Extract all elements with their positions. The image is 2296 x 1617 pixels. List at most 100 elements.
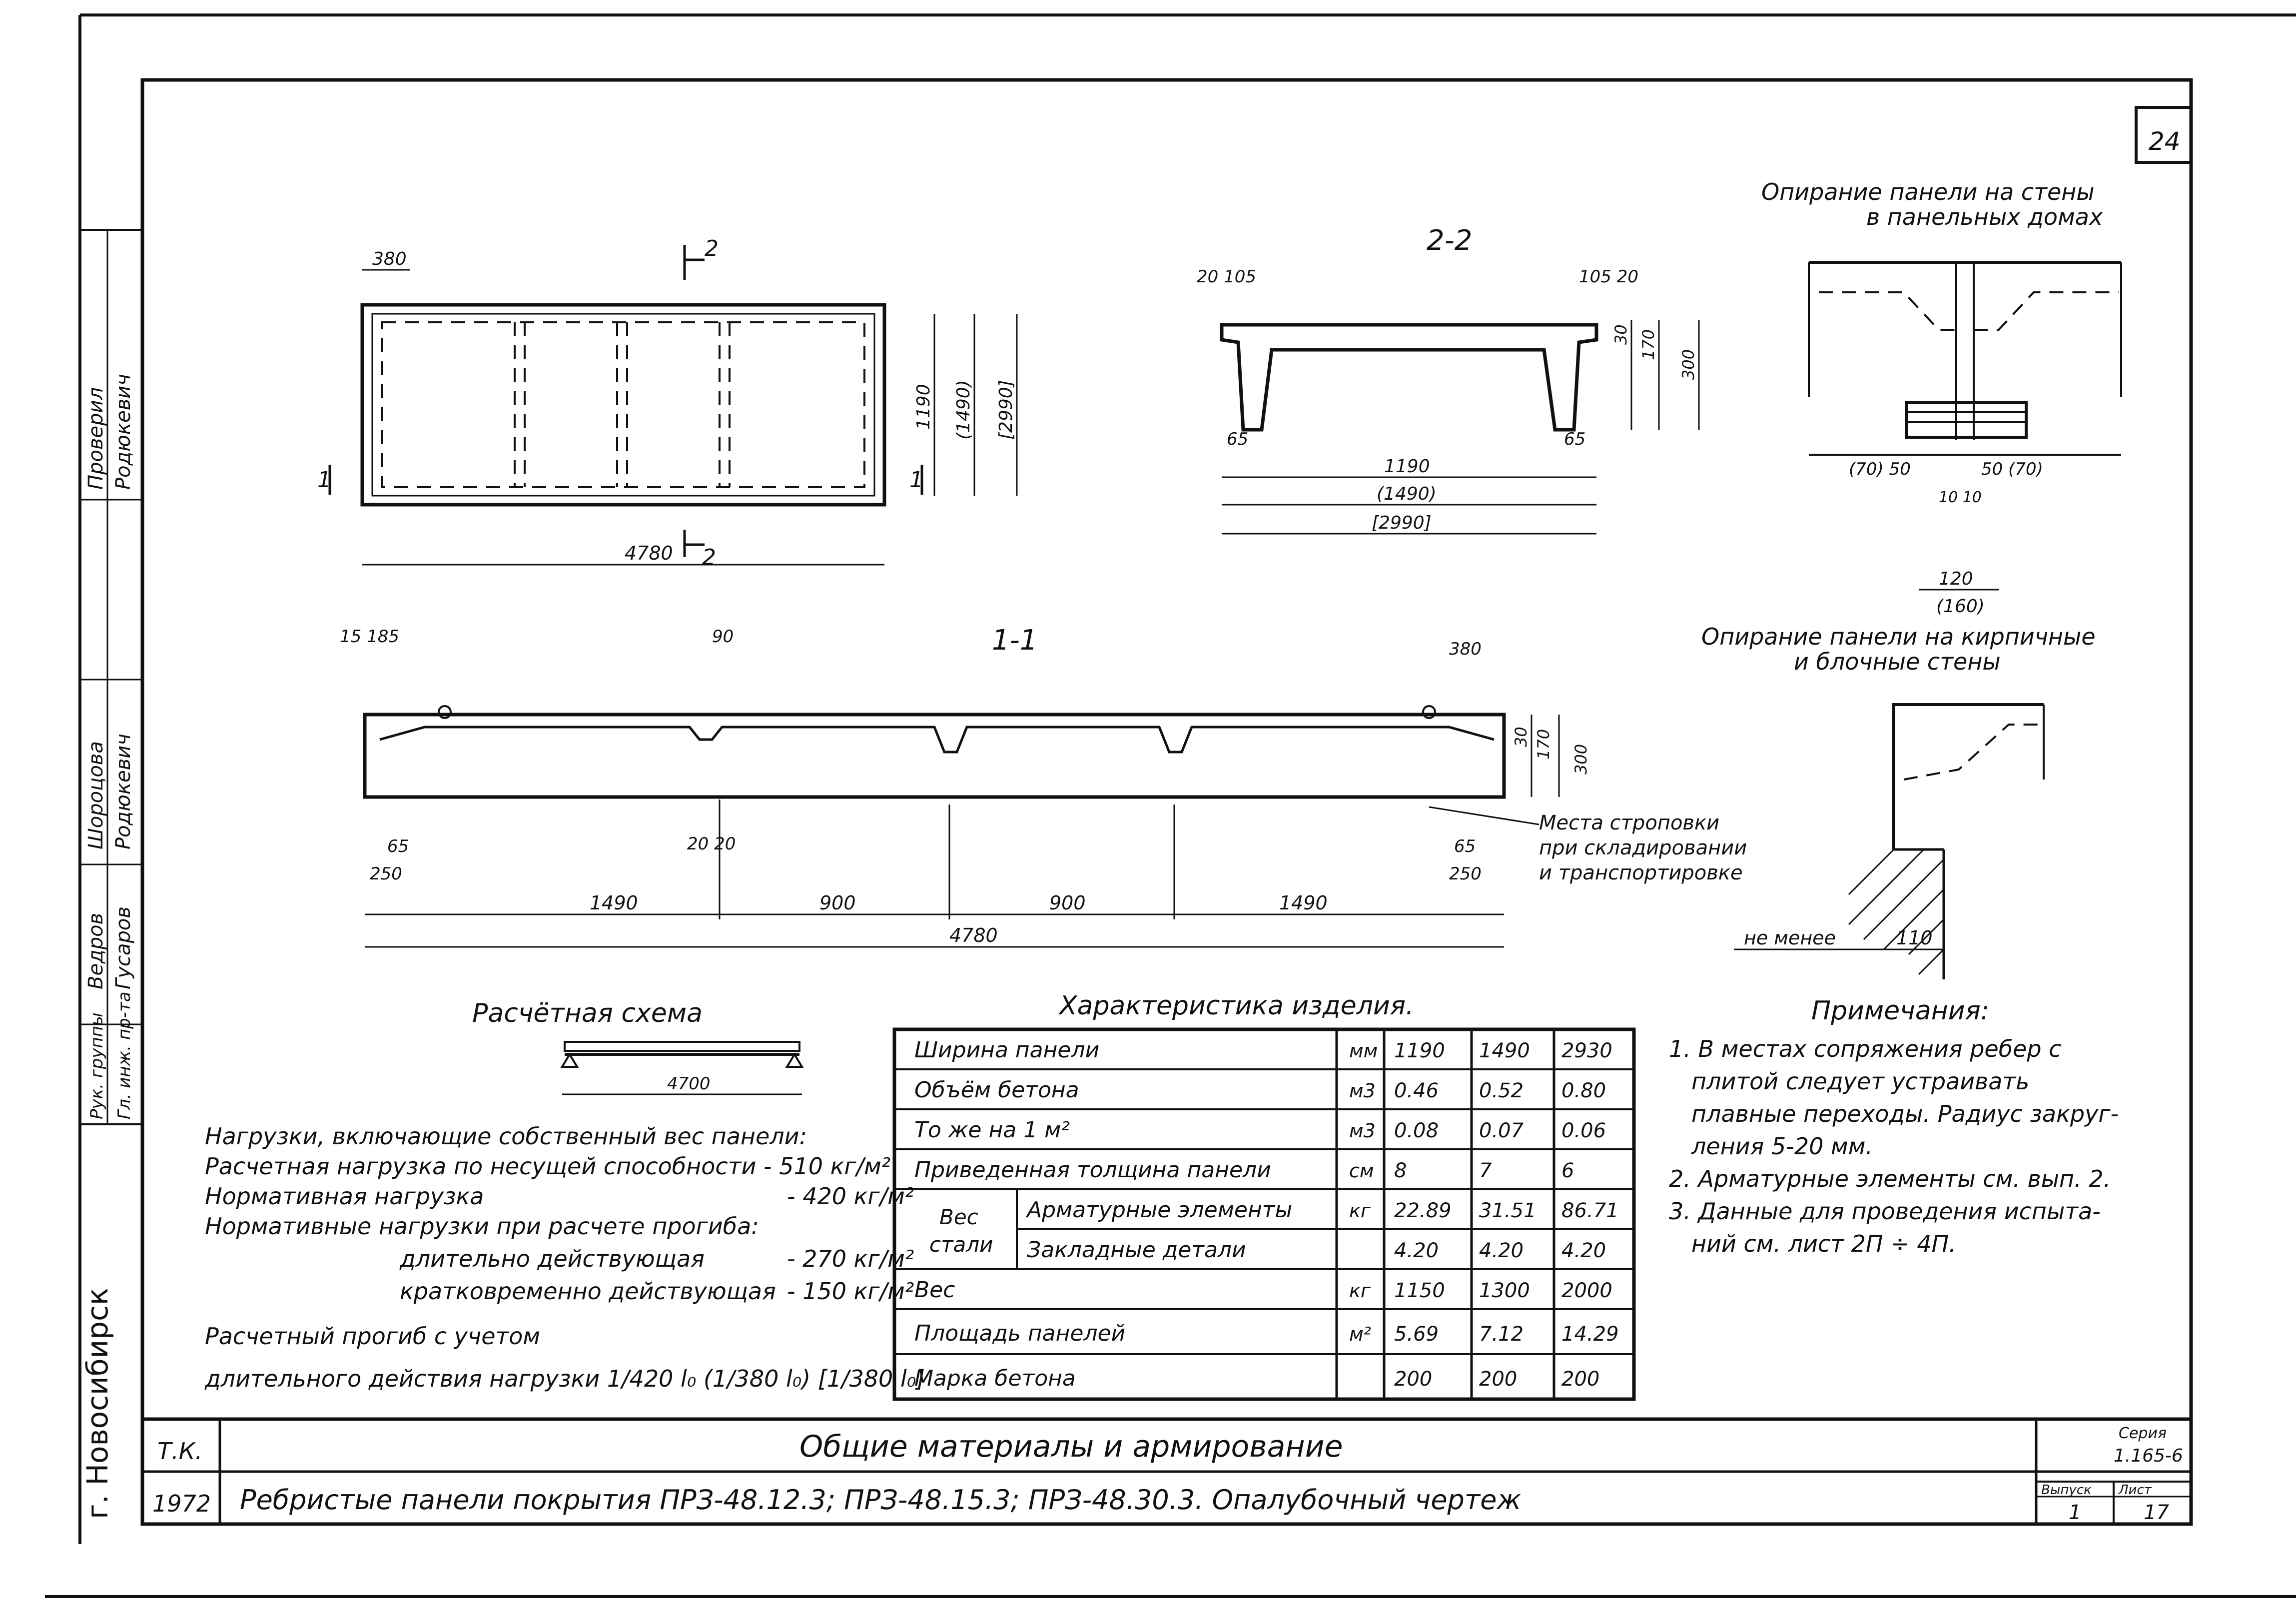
loads-line-3: Нормативная нагрузка	[205, 1183, 484, 1210]
year-label: 1972	[152, 1490, 211, 1517]
section-1-1-dim-h2: 170	[1534, 729, 1553, 760]
row-value-3: 86.71	[1561, 1199, 1619, 1222]
note-line-2: плитой следует устраивать	[1691, 1068, 2029, 1095]
loads-line-7: Расчетный прогиб с учетом	[205, 1323, 540, 1350]
sheet-frame: 24	[45, 13, 2296, 1598]
row-value-1: 1190	[1394, 1039, 1445, 1062]
city-label: г. Новосибирск	[80, 1288, 114, 1519]
plan-dim-width-3: [2990]	[996, 380, 1016, 440]
loads-line-1: Нагрузки, включающие собственный вес пан…	[205, 1123, 807, 1150]
row-value-1: 0.46	[1394, 1079, 1439, 1102]
series-label: Серия	[2119, 1425, 2167, 1442]
stamp-role-6: Проверил	[84, 387, 107, 490]
row-unit: см	[1349, 1160, 1374, 1182]
sheet-label: Лист	[2118, 1483, 2152, 1498]
section-mark-1-right: 1	[909, 467, 923, 493]
row-name: Арматурные элементы	[1025, 1197, 1292, 1223]
row-unit: кг	[1349, 1280, 1371, 1302]
section-2-2-dim-rib-right: 65	[1564, 429, 1585, 449]
support-panel-dim-120: 120	[1939, 569, 1973, 589]
section-mark-2-bottom: 2	[702, 545, 716, 570]
section-2-2-dim-rib-left: 65	[1227, 429, 1248, 449]
section-2-2-dim-right: 105 20	[1579, 267, 1638, 287]
row-value-1: 22.89	[1394, 1199, 1452, 1222]
row-value-2: 31.51	[1479, 1199, 1536, 1222]
sheet-number: 24	[2149, 127, 2181, 156]
note-line-3: плавные переходы. Радиус закруг-	[1691, 1100, 2119, 1127]
support-panel-title-1: Опирание панели на стены	[1761, 178, 2095, 205]
characteristics-title: Характеристика изделия.	[1058, 991, 1414, 1021]
row-name: Приведенная толщина панели	[914, 1157, 1271, 1183]
section-1-1-dim-end: 15 185	[340, 627, 399, 647]
row-value-2: 4.20	[1479, 1239, 1524, 1262]
row-value-2: 7	[1479, 1159, 1492, 1182]
span-1: 1490	[590, 892, 638, 914]
row-value-2: 1490	[1479, 1039, 1530, 1062]
row-value-3: 6	[1561, 1159, 1574, 1182]
section-1-1-dim-h3: 300	[1571, 744, 1590, 775]
row-name: Площадь панелей	[914, 1321, 1125, 1346]
row-unit: м²	[1349, 1323, 1371, 1345]
row-value-3: 14.29	[1561, 1323, 1619, 1346]
section-1-1-dim-rib-gap: 20 20	[687, 834, 736, 854]
row-value-1: 1150	[1394, 1279, 1445, 1302]
plan-dim-top: 380	[372, 249, 407, 269]
section-1-1-dim-mid: 90	[712, 627, 734, 647]
row-unit: мм	[1349, 1040, 1378, 1062]
row-unit: м3	[1349, 1120, 1376, 1142]
row-value-2: 0.52	[1479, 1079, 1524, 1102]
stamp-name-7: Родюкевич	[112, 374, 135, 490]
row-value-3: 2930	[1561, 1039, 1612, 1062]
sub-title: Ребристые панели покрытия ПРЗ-48.12.3; П…	[240, 1484, 1522, 1516]
row-unit: кг	[1349, 1200, 1371, 1222]
calc-scheme-title: Расчётная схема	[472, 998, 703, 1028]
row-value-3: 0.80	[1561, 1079, 1606, 1102]
support-panel-dim-right: 50 (70)	[1981, 459, 2043, 479]
section-2-2-dim-b3: [2990]	[1372, 513, 1432, 533]
loads-line-4: Нормативные нагрузки при расчете прогиба…	[205, 1213, 759, 1240]
row-value-2: 200	[1479, 1368, 1517, 1391]
note-line-4: ления 5-20 мм.	[1691, 1133, 1873, 1160]
section-1-1-title: 1-1	[992, 624, 1037, 657]
support-brick-title-1: Опирание панели на кирпичные	[1701, 623, 2096, 650]
plan-dim-length: 4780	[625, 542, 673, 564]
section-2-2-title: 2-2	[1427, 224, 1472, 257]
notes-title: Примечания:	[1811, 996, 1989, 1026]
support-brick-label-min: не менее	[1744, 927, 1836, 949]
section-2-2-dim-b2: (1490)	[1377, 484, 1437, 504]
section-1-1-dim-support-right: 65	[1454, 836, 1476, 856]
section-2-2-dim-b1: 1190	[1384, 456, 1430, 477]
characteristics-table: Характеристика изделия. Вес стали Ширина…	[892, 991, 1636, 1401]
note-line-6: 3. Данные для проведения испыта-	[1669, 1198, 2101, 1225]
section-1-1-dim-support-left: 65	[387, 836, 409, 856]
row-name: Вес	[914, 1277, 955, 1303]
sheet-value: 17	[2144, 1501, 2169, 1524]
title-block: Т.К. 1972 Общие материалы и армирование …	[142, 1417, 2191, 1524]
row-value-1: 5.69	[1394, 1323, 1439, 1346]
span-4: 1490	[1279, 892, 1328, 914]
span-2: 900	[819, 892, 856, 914]
support-panel-dim-left: (70) 50	[1849, 459, 1911, 479]
series-value: 1.165-6	[2114, 1446, 2183, 1466]
support-panel-walls: Опирание панели на стены в панельных дом…	[1761, 178, 2122, 617]
row-value-2: 1300	[1479, 1279, 1530, 1302]
section-2-2-dim-h2: 170	[1639, 329, 1658, 360]
support-brick-dim-min: 110	[1896, 927, 1933, 949]
row-value-3: 2000	[1561, 1279, 1612, 1302]
section-2-2-dim-h1: 30	[1611, 324, 1630, 345]
issue-label: Выпуск	[2041, 1483, 2092, 1498]
calc-scheme-span: 4700	[667, 1074, 711, 1094]
stamp-name-4: Шороцова	[84, 741, 107, 849]
stamp-name-1: Ведров	[84, 913, 107, 989]
notes-block: Примечания: 1. В местах сопряжения ребер…	[1669, 996, 2119, 1257]
row-value-1: 8	[1394, 1159, 1407, 1182]
section-2-2: 2-2 20 105 105 20 65 65 30 170 300 1190 …	[1197, 224, 1700, 535]
note-line-7: ний см. лист 2П ÷ 4П.	[1691, 1230, 1956, 1257]
row-name: Объём бетона	[914, 1077, 1079, 1103]
span-3: 900	[1049, 892, 1086, 914]
loads-line-5: длительно действующая	[399, 1245, 705, 1272]
row-name: То же на 1 м²	[914, 1117, 1070, 1143]
row-value-2: 0.07	[1479, 1119, 1524, 1142]
steel-weight-label-2: стали	[929, 1232, 993, 1257]
